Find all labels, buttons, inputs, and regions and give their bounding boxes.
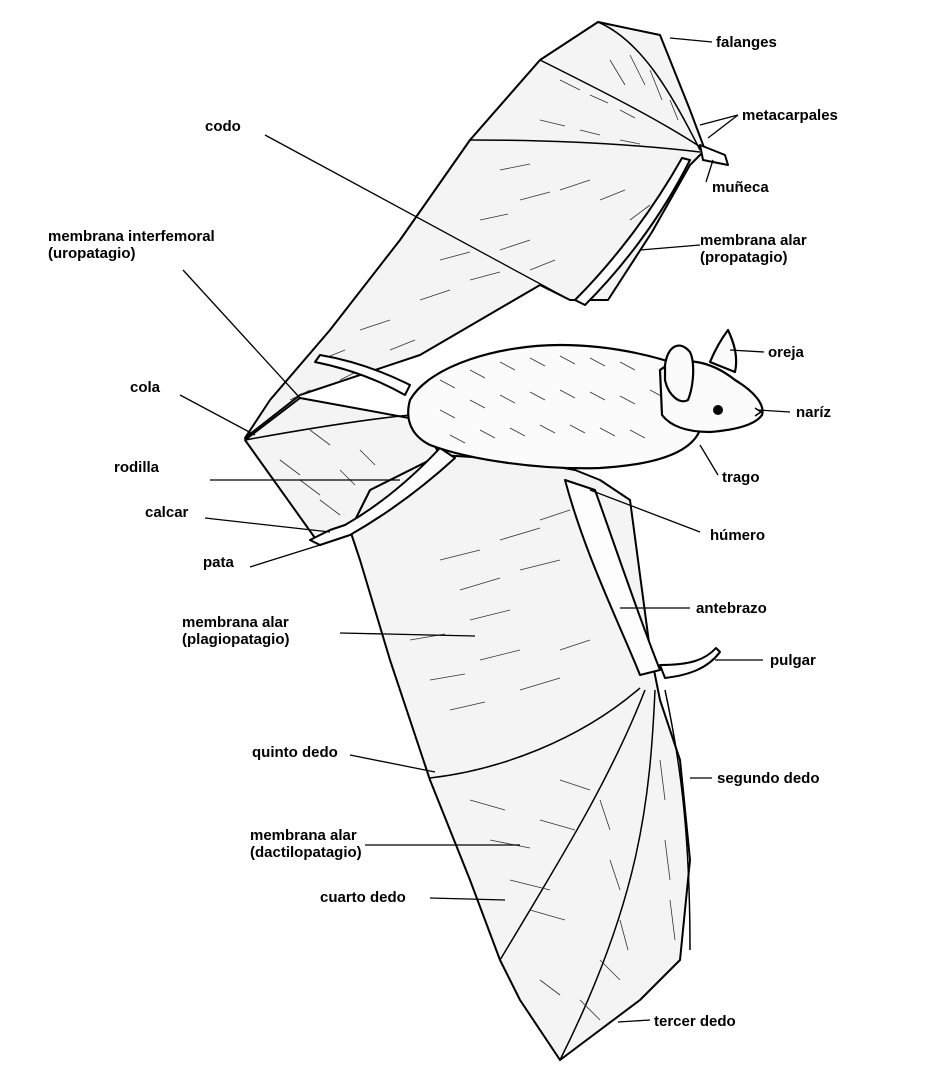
label-propatagio: (propatagio) xyxy=(700,249,788,266)
label-rodilla: rodilla xyxy=(114,459,160,476)
label-dactilopatagio: (dactilopatagio) xyxy=(250,844,362,861)
label-pulgar: pulgar xyxy=(770,652,816,669)
label-antebrazo: antebrazo xyxy=(696,600,767,617)
bat-head xyxy=(660,330,763,432)
label-membrana-alar-propatagio: membrana alar xyxy=(700,232,807,249)
label-calcar: calcar xyxy=(145,504,189,521)
label-trago: trago xyxy=(722,469,760,486)
label-plagiopatagio: (plagiopatagio) xyxy=(182,631,290,648)
label-tercer-dedo: tercer dedo xyxy=(654,1013,736,1030)
label-membrana-interfemoral: membrana interfemoral xyxy=(48,228,215,245)
label-humero: húmero xyxy=(710,527,765,544)
label-segundo-dedo: segundo dedo xyxy=(717,770,820,787)
label-cola: cola xyxy=(130,379,161,396)
label-codo: codo xyxy=(205,118,241,135)
label-membrana-alar-dactilopatagio: membrana alar xyxy=(250,827,357,844)
label-oreja: oreja xyxy=(768,344,805,361)
label-falanges: falanges xyxy=(716,34,777,51)
label-metacarpales: metacarpales xyxy=(742,107,838,124)
label-quinto-dedo: quinto dedo xyxy=(252,744,338,761)
lower-wing-membrane xyxy=(350,455,720,1060)
label-pata: pata xyxy=(203,554,235,571)
label-uropatagio: (uropatagio) xyxy=(48,245,136,262)
label-muneca: muñeca xyxy=(712,179,769,196)
label-nariz: naríz xyxy=(796,404,831,421)
label-cuarto-dedo: cuarto dedo xyxy=(320,889,406,906)
bat-body xyxy=(408,345,702,468)
label-membrana-alar-plagiopatagio: membrana alar xyxy=(182,614,289,631)
